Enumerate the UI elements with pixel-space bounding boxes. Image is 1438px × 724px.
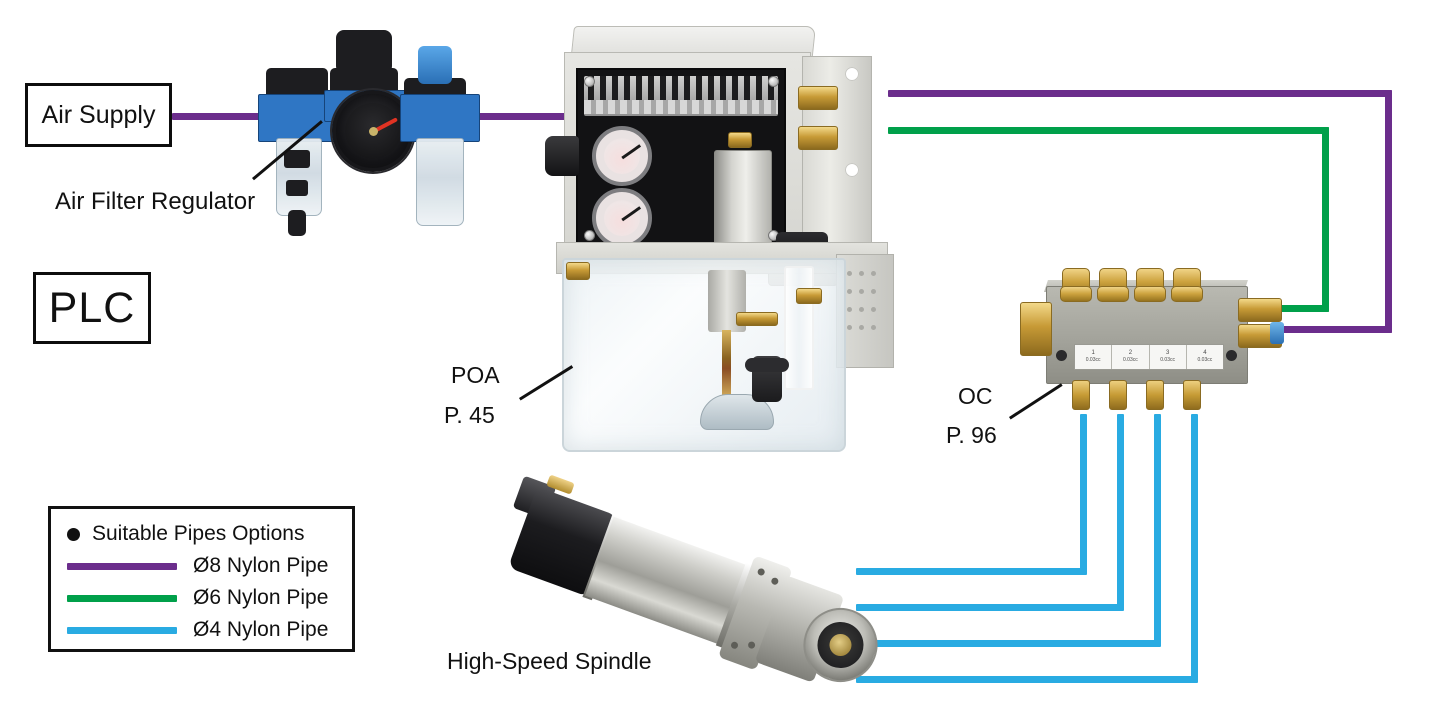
pipe-d8-airsupply-to-frl [172, 113, 268, 120]
plc-label: PLC [48, 283, 136, 332]
legend-title-row: Suitable Pipes Options [51, 518, 352, 550]
pipe-d4-run-2 [856, 604, 1124, 611]
poa-float-switch [745, 356, 789, 402]
oc-adjust-collar-4 [1171, 286, 1203, 302]
oc-outlet-4[interactable] [1183, 380, 1201, 410]
legend-title-text: Suitable Pipes Options [92, 522, 305, 545]
oc-distribution-block[interactable]: 1 0.03cc 2 0.03cc 3 0.03cc 4 0.03cc [1014, 262, 1286, 430]
oc-bolt-left [1056, 350, 1067, 361]
pipe-d4-drop-3 [1154, 414, 1161, 643]
lubricator-body [400, 94, 480, 142]
pipe-d4-drop-4 [1191, 414, 1198, 679]
poa-tank-fitting-right [796, 288, 822, 304]
pressure-gauge-icon [332, 90, 414, 172]
pipe-d4-run-4 [856, 676, 1198, 683]
oc-cell-number: 3 [1165, 350, 1170, 356]
filter-element-lower [286, 180, 308, 196]
filter-drain [288, 210, 306, 236]
oc-bolt-right [1226, 350, 1237, 361]
oc-cell-value: 0.03cc [1085, 357, 1101, 363]
oc-adjust-collar-3 [1134, 286, 1166, 302]
legend-label-d8: Ø8 Nylon Pipe [193, 554, 329, 577]
poa-outlet-fitting-upper [798, 86, 838, 110]
oc-plate-cell: 2 0.03cc [1112, 345, 1150, 369]
oc-inlet-fitting-green [1238, 298, 1282, 322]
air-supply-label: Air Supply [41, 100, 156, 129]
poa-tank-fitting-mid [736, 312, 778, 326]
poa-pressure-gauge-lower [592, 188, 652, 248]
pipe-d8-to-oc-inlet [1266, 326, 1392, 333]
poa-pressure-gauge-upper [592, 126, 652, 186]
legend-item-d4: Ø4 Nylon Pipe [51, 614, 352, 646]
oc-cell-number: 2 [1128, 350, 1133, 356]
oc-plate-cell: 1 0.03cc [1075, 345, 1113, 369]
oc-end-fitting-left [1020, 302, 1052, 356]
oc-cell-number: 1 [1091, 350, 1095, 356]
pipe-d4-drop-1 [1080, 414, 1087, 571]
oc-outlet-3[interactable] [1146, 380, 1164, 410]
pipe-d6-poa-top-run [888, 127, 1329, 134]
air-filter-regulator-label: Air Filter Regulator [55, 188, 256, 215]
air-filter-regulator-unit[interactable] [258, 28, 480, 256]
poa-label: POA [451, 362, 500, 388]
spindle-label: High-Speed Spindle [447, 648, 652, 674]
poa-lubrication-unit[interactable] [540, 26, 900, 458]
spindle-body-group [454, 460, 888, 724]
regulator-adjust-knob[interactable] [336, 30, 392, 74]
poa-control-panel [576, 68, 786, 264]
oc-plate-cell: 4 0.03cc [1187, 345, 1223, 369]
pipe-d8-frl-to-poa [458, 113, 574, 120]
pipe-d8-poa-top-run [888, 90, 1392, 97]
oc-outlet-1[interactable] [1072, 380, 1090, 410]
legend-title: Suitable Pipes Options [67, 522, 304, 546]
legend-box: Suitable Pipes Options Ø8 Nylon Pipe Ø6 … [48, 506, 355, 652]
pipe-d4-run-3 [856, 640, 1161, 647]
pipe-d4-drop-2 [1117, 414, 1124, 607]
lubricator-blue-knob[interactable] [418, 46, 452, 84]
oc-label-plate: 1 0.03cc 2 0.03cc 3 0.03cc 4 0.03cc [1074, 344, 1224, 370]
pipe-d4-run-1 [856, 568, 1087, 575]
oc-adjust-collar-2 [1097, 286, 1129, 302]
pipe-d6-riser [1322, 127, 1329, 312]
oc-label: OC [958, 383, 993, 409]
legend-label-d6: Ø6 Nylon Pipe [193, 586, 329, 609]
poa-suction-stem [722, 330, 731, 400]
oc-cell-value: 0.03cc [1123, 357, 1138, 363]
oc-cell-value: 0.03cc [1160, 357, 1175, 363]
legend-item-d8: Ø8 Nylon Pipe [51, 550, 352, 582]
terminal-block [584, 76, 778, 116]
bullet-dot-icon [67, 527, 80, 541]
lubricator-bowl [416, 138, 464, 226]
legend-swatch-d4 [67, 626, 177, 634]
poa-outlet-fitting-lower [798, 126, 838, 150]
legend-swatch-d8 [67, 562, 177, 570]
legend-label-d4: Ø4 Nylon Pipe [193, 618, 329, 641]
poa-tank-fitting-left [566, 262, 590, 280]
oc-adjust-collar-1 [1060, 286, 1092, 302]
filter-element [284, 150, 310, 168]
oc-outlet-2[interactable] [1109, 380, 1127, 410]
poa-level-sight-tube [784, 266, 814, 390]
gauge-hub [369, 127, 378, 136]
oc-cell-number: 4 [1203, 350, 1207, 356]
poa-page-reference: P. 45 [444, 402, 495, 428]
air-supply-box[interactable]: Air Supply [25, 83, 172, 147]
plc-box[interactable]: PLC [33, 272, 151, 344]
poa-side-knob[interactable] [545, 136, 579, 176]
oc-page-reference: P. 96 [946, 422, 997, 448]
oc-plate-cell: 3 0.03cc [1150, 345, 1187, 369]
pipe-d8-right-riser [1385, 90, 1392, 333]
oc-cell-value: 0.03cc [1197, 357, 1213, 363]
legend-item-d6: Ø6 Nylon Pipe [51, 582, 352, 614]
poa-internal-fitting [728, 132, 752, 148]
pipe-d6-to-oc-inlet [1263, 305, 1329, 312]
legend-swatch-d6 [67, 594, 177, 602]
oc-blue-collar [1270, 322, 1284, 344]
